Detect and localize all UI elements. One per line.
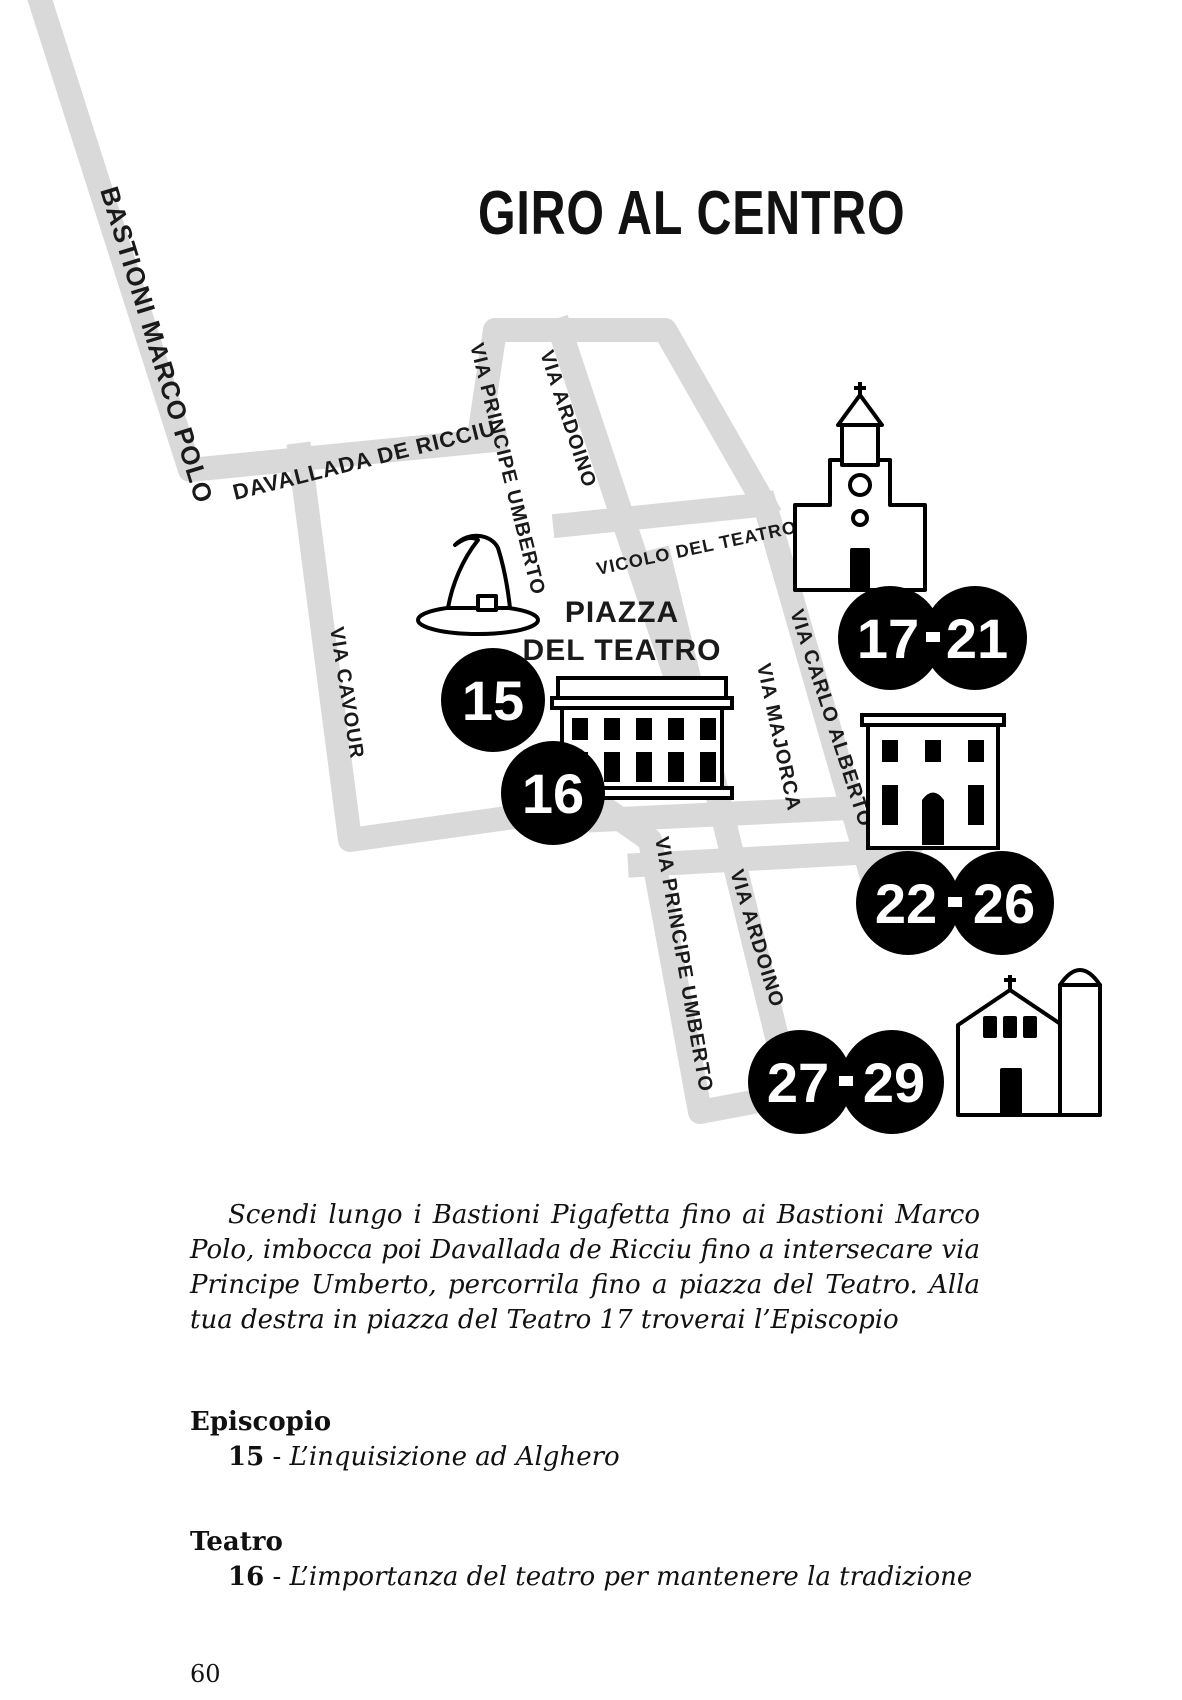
stop-marker-16[interactable]: 16 [501, 741, 605, 845]
entry-separator: - [264, 1442, 290, 1472]
piazza-del-teatro-label: PIAZZA DEL TEATRO [523, 596, 722, 667]
witch-hat-icon [416, 533, 540, 636]
stop-number-29: 29 [863, 1051, 925, 1114]
entry-separator: - [264, 1562, 290, 1592]
story-entry[interactable]: 15 - L’inquisizione ad Alghero [190, 1440, 980, 1475]
entry-number: 15 [228, 1442, 265, 1472]
stop-number-17: 17 [857, 607, 919, 670]
street-labels: BASTIONI MARCO POLO DAVALLADA DE RICCIU … [94, 183, 876, 1094]
section-heading: Teatro [190, 1527, 283, 1557]
section-episcopio: Episcopio 15 - L’inquisizione ad Alghero [190, 1405, 980, 1475]
road-vicolo-del-teatro [551, 491, 774, 539]
stop-marker-17-21[interactable]: 17 21 [838, 586, 1027, 690]
stop-marker-15[interactable]: 15 [441, 648, 545, 752]
stop-marker-22-26[interactable]: 22 26 [856, 851, 1054, 955]
page-number: 60 [190, 1660, 221, 1688]
entry-title: L’importanza del teatro per mantenere la… [289, 1562, 973, 1592]
stop-number-21: 21 [946, 607, 1008, 670]
map-title: GIRO AL CENTRO [478, 179, 906, 248]
entry-title: L’inquisizione ad Alghero [289, 1442, 620, 1472]
piazza-label-line2: DEL TEATRO [523, 634, 722, 667]
road-network [27, 0, 923, 1124]
stop-number-27: 27 [767, 1051, 829, 1114]
story-entry[interactable]: 16 - L’importanza del teatro per mantene… [190, 1560, 980, 1595]
street-label-via-majorca: VIA MAJORCA [752, 661, 805, 813]
cathedral-icon [793, 382, 927, 592]
palace-windows [882, 740, 984, 845]
road-via-principe-umberto [466, 318, 782, 522]
intro-paragraph: Scendi lungo i Bastioni Pigafetta fino a… [190, 1200, 980, 1335]
piazza-label-line1: PIAZZA [565, 596, 679, 629]
road-cross-2 [627, 837, 923, 878]
stop-number-22: 22 [875, 872, 937, 935]
walking-route-map: BASTIONI MARCO POLO DAVALLADA DE RICCIU … [27, 0, 1102, 1134]
section-teatro: Teatro 16 - L’importanza del teatro per … [190, 1525, 980, 1595]
stop-number-26: 26 [973, 872, 1035, 935]
stop-number-15: 15 [462, 669, 524, 732]
section-heading: Episcopio [190, 1407, 332, 1437]
road-via-carlo-alberto [750, 490, 895, 920]
road-bastioni-marco-polo [27, 0, 509, 482]
road-cross-1 [587, 795, 863, 833]
stop-number-16: 16 [522, 762, 584, 825]
stop-marker-27-29[interactable]: 27 29 [748, 1030, 944, 1134]
church-icon [956, 968, 1102, 1117]
entry-number: 16 [228, 1562, 265, 1592]
